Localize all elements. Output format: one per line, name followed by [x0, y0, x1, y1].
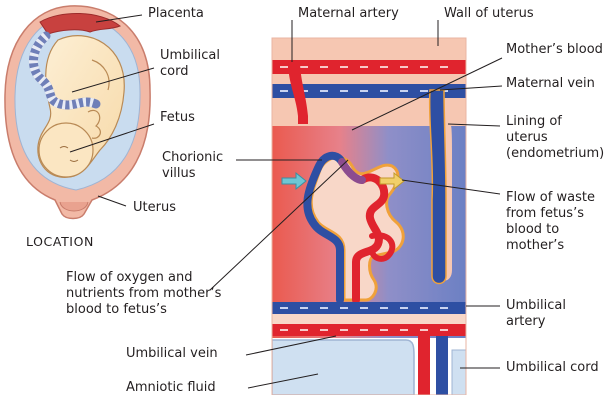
label-chorionic-villus: Chorionic villus — [162, 150, 223, 182]
label-fetus: Fetus — [160, 110, 195, 126]
label-lining-of-uterus: Lining of uterus (endometrium) — [506, 114, 604, 162]
umbilical-cord-vessels — [418, 336, 430, 395]
fetus-head — [39, 123, 93, 177]
location-illustration — [5, 6, 150, 219]
label-maternal-artery: Maternal artery — [298, 6, 399, 22]
amniotic-fluid-area — [272, 340, 414, 395]
label-maternal-vein: Maternal vein — [506, 76, 595, 92]
label-wall-of-uterus: Wall of uterus — [444, 6, 534, 22]
label-uterus: Uterus — [133, 200, 176, 216]
label-flow-of-oxygen: Flow of oxygen and nutrients from mother… — [66, 270, 221, 318]
placenta-cross-section — [272, 38, 466, 395]
label-flow-of-waste: Flow of waste from fetus’s blood to moth… — [506, 190, 595, 254]
label-amniotic-fluid: Amniotic fluid — [126, 380, 216, 395]
label-location: LOCATION — [26, 234, 94, 250]
label-umbilical-artery: Umbilical artery — [506, 298, 566, 330]
label-placenta: Placenta — [148, 6, 204, 22]
label-umbilical-cord-left: Umbilical cord — [160, 48, 220, 80]
label-umbilical-cord-right: Umbilical cord — [506, 360, 599, 376]
label-umbilical-vein: Umbilical vein — [126, 346, 218, 362]
label-mothers-blood: Mother’s blood — [506, 42, 603, 58]
